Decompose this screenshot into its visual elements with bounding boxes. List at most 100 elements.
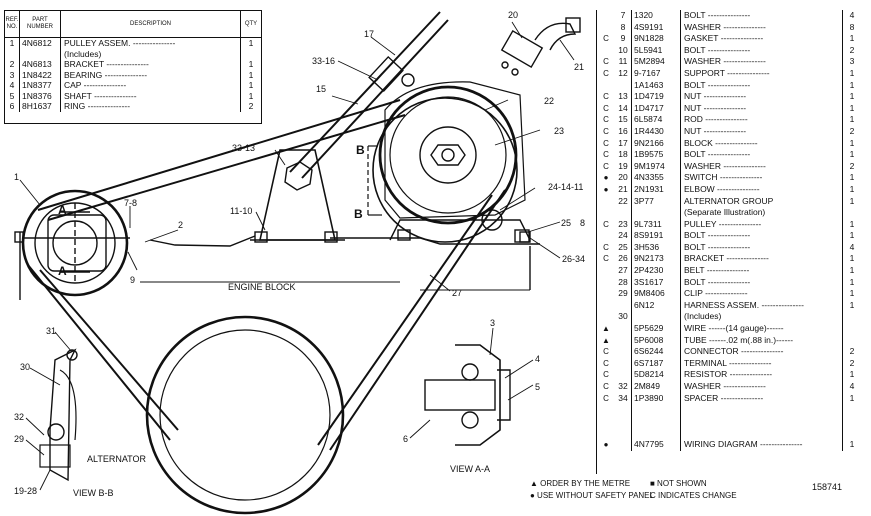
cell-mark: C bbox=[603, 161, 609, 171]
cell-desc: NUT --------------- bbox=[681, 102, 843, 115]
cell-part: 1B9575 bbox=[632, 149, 681, 161]
cell-qty: 1 bbox=[849, 79, 855, 90]
cell-desc: SUPPORT --------------- bbox=[681, 67, 843, 80]
cell-ref: 19 bbox=[615, 160, 632, 173]
cell-part: 6S6244 bbox=[632, 346, 681, 358]
cell-desc: BRACKET --------------- bbox=[61, 59, 241, 70]
cell-ref: 17 bbox=[615, 137, 632, 150]
cell-mark: ● bbox=[603, 184, 609, 194]
cell-ref: 16 bbox=[615, 125, 632, 138]
cell-qty bbox=[843, 404, 861, 416]
alternator-body bbox=[372, 97, 518, 243]
view-aa-bearing-top bbox=[461, 363, 479, 381]
cell-qty: 1 bbox=[248, 90, 254, 101]
cell-desc bbox=[681, 427, 843, 439]
cell-ref: 2 bbox=[5, 59, 20, 70]
cell-desc: SHAFT --------------- bbox=[61, 90, 241, 101]
cell-desc: BOLT --------------- bbox=[681, 276, 843, 289]
cell-ref: 6 bbox=[5, 101, 20, 112]
cell-qty: 1 bbox=[849, 230, 855, 241]
cell-part: 1N8422 bbox=[20, 69, 61, 80]
cell-qty: 4 bbox=[849, 10, 855, 20]
cell-part: 9-7167 bbox=[632, 67, 681, 80]
cell-qty bbox=[843, 207, 861, 219]
callout-27: 27 bbox=[452, 288, 462, 298]
cell-mark: C bbox=[603, 370, 609, 380]
label-engine-block: ENGINE BLOCK bbox=[228, 282, 296, 292]
cell-qty: 1 bbox=[849, 114, 855, 125]
belt-upper-strand-2 bbox=[47, 114, 406, 221]
cell-part: 4N6812 bbox=[20, 38, 61, 49]
callout-33-16: 33-16 bbox=[312, 56, 335, 66]
cell-part: 4N7795 bbox=[632, 438, 681, 451]
cell-mark: C bbox=[603, 393, 609, 403]
cell-part: 1P3890 bbox=[632, 392, 681, 405]
cell-desc: BEARING --------------- bbox=[61, 69, 241, 80]
view-bb-arm bbox=[59, 369, 77, 441]
cell-ref: 29 bbox=[615, 288, 632, 300]
fan-pulley-hub bbox=[47, 214, 107, 272]
bracket-bolt-left bbox=[397, 229, 411, 241]
cell-qty: 1 bbox=[849, 149, 855, 160]
cell-qty: 4 bbox=[849, 381, 855, 391]
table-row: (Includes) bbox=[5, 48, 261, 59]
cell-part: 1R4430 bbox=[632, 125, 681, 138]
callout-32: 32 bbox=[14, 412, 24, 422]
callout-9: 9 bbox=[130, 275, 135, 285]
cell-mark bbox=[597, 277, 615, 289]
cell-mark: C bbox=[603, 57, 609, 67]
cell-ref: 7 bbox=[615, 10, 632, 22]
engine-block-outline bbox=[19, 232, 540, 300]
cell-desc bbox=[681, 404, 843, 416]
legend-use-without-panel: ● USE WITHOUT SAFETY PANEL bbox=[530, 491, 654, 500]
cell-part: 1A1463 bbox=[632, 79, 681, 92]
cell-ref bbox=[615, 427, 632, 439]
cell-part: 9N2166 bbox=[632, 137, 681, 150]
alternator-pulley-hub bbox=[419, 126, 477, 184]
cell-part: 1D4717 bbox=[632, 102, 681, 115]
cell-mark: C bbox=[603, 34, 609, 44]
cell-qty: 1 bbox=[849, 253, 855, 264]
switch-terminal-1 bbox=[501, 61, 509, 69]
callout-19-28: 19-28 bbox=[14, 486, 37, 496]
cell-qty: 1 bbox=[849, 299, 855, 310]
cell-desc: SWITCH --------------- bbox=[681, 172, 843, 184]
callout-21: 21 bbox=[574, 62, 584, 72]
cell-desc: ELBOW --------------- bbox=[681, 183, 843, 196]
cell-ref: 24 bbox=[615, 230, 632, 242]
cell-desc: HARNESS ASSEM. --------------- bbox=[681, 299, 843, 312]
cell-ref bbox=[615, 207, 632, 219]
cell-ref bbox=[615, 357, 632, 370]
label-view-bb: VIEW B-B bbox=[73, 488, 114, 498]
cell-qty: 1 bbox=[849, 369, 855, 380]
cell-part: 6S7187 bbox=[632, 357, 681, 370]
callout-6: 6 bbox=[403, 434, 408, 444]
cell-ref bbox=[615, 334, 632, 347]
cell-desc bbox=[681, 415, 843, 428]
cell-mark bbox=[597, 196, 615, 208]
callout-8: 8 bbox=[580, 218, 585, 228]
cell-qty: 1 bbox=[849, 438, 855, 449]
legend-not-shown: ■ NOT SHOWN bbox=[650, 479, 707, 488]
cell-ref: 8 bbox=[615, 21, 632, 34]
bracket-bolt-right bbox=[514, 229, 530, 243]
cell-desc: BLOCK --------------- bbox=[681, 137, 843, 150]
cell-mark bbox=[597, 416, 615, 428]
cell-ref: 1 bbox=[5, 38, 20, 49]
callout-4: 4 bbox=[535, 354, 540, 364]
alternator-pulley-groove bbox=[389, 96, 507, 214]
cell-part: 4N6813 bbox=[20, 59, 61, 70]
cell-desc: BOLT --------------- bbox=[681, 230, 843, 242]
